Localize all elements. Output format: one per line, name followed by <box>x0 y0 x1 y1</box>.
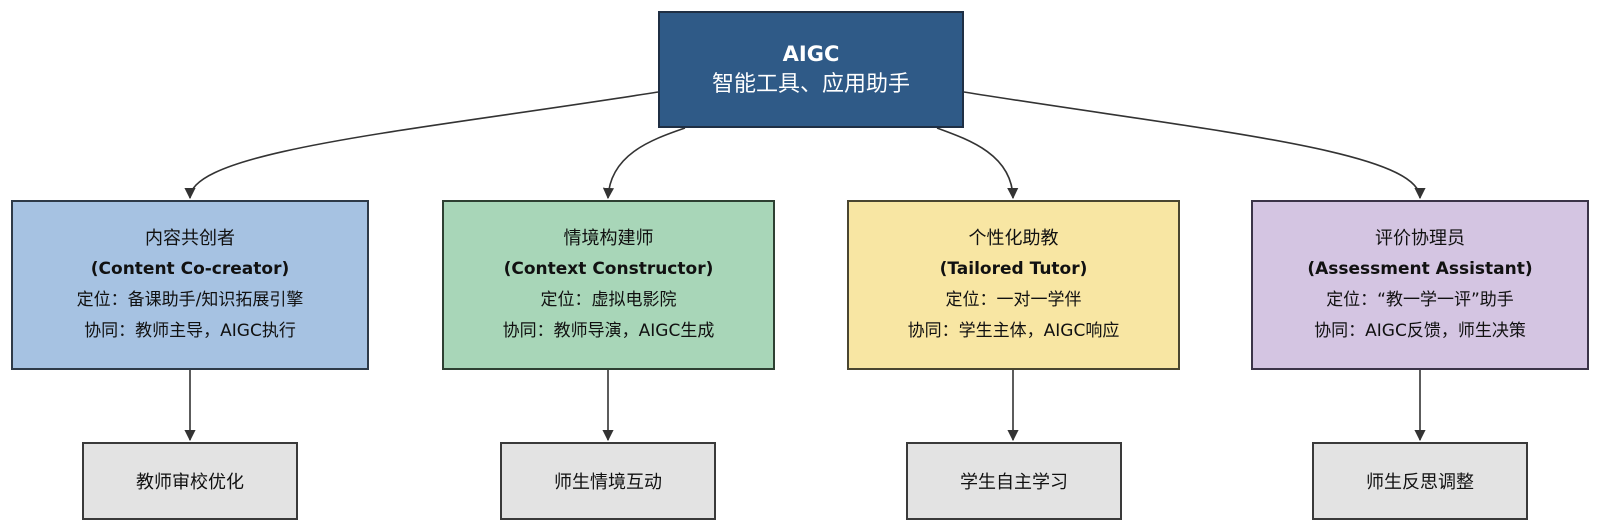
outcome-node-3: 学生自主学习 <box>906 442 1122 520</box>
role-node-context-constructor: 情境构建师 (Context Constructor) 定位：虚拟电影院 协同：… <box>442 200 775 370</box>
outcome-label: 教师审校优化 <box>136 472 244 493</box>
role-english-name: (Tailored Tutor) <box>939 259 1088 279</box>
edge-root-to-role-1 <box>184 91 659 200</box>
outcome-label: 师生反思调整 <box>1366 472 1474 493</box>
role-positioning: 定位：备课助手/知识拓展引擎 <box>76 290 304 310</box>
root-title: AIGC <box>782 41 840 66</box>
role-node-assessment-assistant: 评价协理员 (Assessment Assistant) 定位：“教一学一评”助… <box>1251 200 1589 370</box>
edge-root-to-role-4 <box>963 91 1426 200</box>
outcome-node-1: 教师审校优化 <box>82 442 298 520</box>
role-name: 个性化助教 <box>968 228 1059 249</box>
role-english-name: (Assessment Assistant) <box>1307 259 1533 279</box>
outcome-label: 师生情境互动 <box>554 472 662 493</box>
root-node-aigc: AIGC 智能工具、应用助手 <box>658 11 964 128</box>
outcome-label: 学生自主学习 <box>960 472 1068 493</box>
root-subtitle: 智能工具、应用助手 <box>711 71 910 97</box>
edge-root-to-role-3 <box>936 127 1019 200</box>
role-english-name: (Content Co-creator) <box>90 259 290 279</box>
role-positioning: 定位：“教一学一评”助手 <box>1326 290 1514 310</box>
outcome-node-2: 师生情境互动 <box>500 442 716 520</box>
role-collaboration: 协同：学生主体，AIGC响应 <box>907 321 1120 341</box>
role-collaboration: 协同：教师导演，AIGC生成 <box>502 321 715 341</box>
role-name: 评价协理员 <box>1375 228 1465 249</box>
outcome-node-4: 师生反思调整 <box>1312 442 1528 520</box>
role-positioning: 定位：虚拟电影院 <box>540 290 677 310</box>
role-collaboration: 协同：AIGC反馈，师生决策 <box>1314 321 1526 341</box>
role-english-name: (Context Constructor) <box>503 259 714 279</box>
role-node-content-co-creator: 内容共创者 (Content Co-creator) 定位：备课助手/知识拓展引… <box>11 200 369 370</box>
role-name: 内容共创者 <box>145 228 235 249</box>
role-collaboration: 协同：教师主导，AIGC执行 <box>84 321 296 341</box>
role-name: 情境构建师 <box>563 228 654 249</box>
edge-root-to-role-2 <box>602 127 686 200</box>
role-node-tailored-tutor: 个性化助教 (Tailored Tutor) 定位：一对一学伴 协同：学生主体，… <box>847 200 1180 370</box>
role-positioning: 定位：一对一学伴 <box>945 290 1082 310</box>
